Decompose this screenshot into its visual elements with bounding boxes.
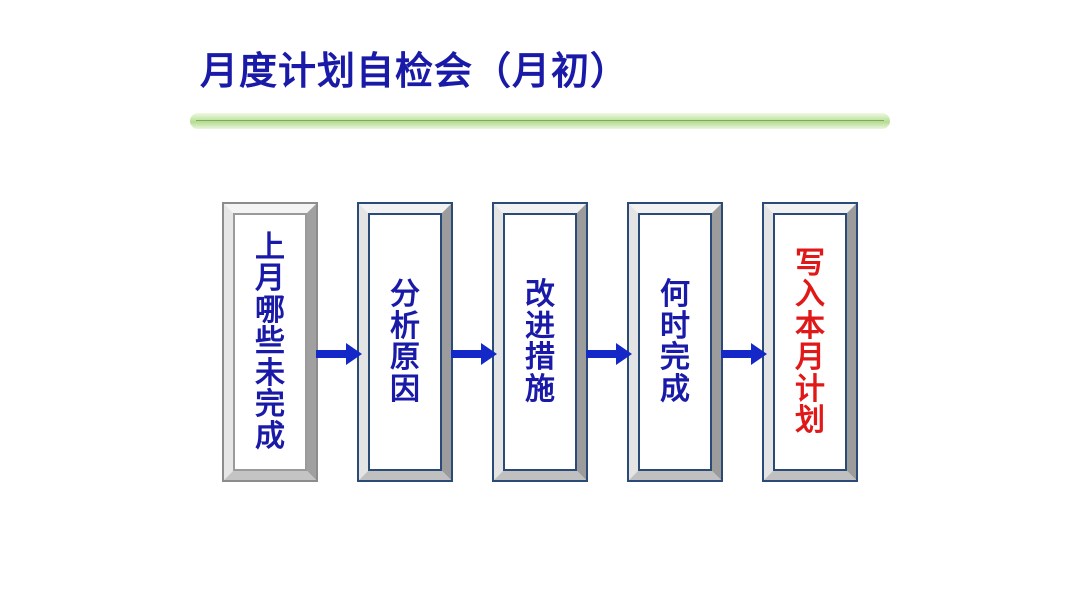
right-arrow-icon [721,343,767,365]
slide-title: 月度计划自检会（月初） [200,49,630,93]
box-frame [627,202,723,482]
right-arrow-icon [316,343,362,365]
step-label-4: 何时完成 [660,277,690,407]
step-box-3: 改进措施 [492,202,588,482]
box-frame [357,202,453,482]
step-label-3: 改进措施 [525,277,555,407]
step-box-4: 何时完成 [627,202,723,482]
right-arrow-icon [586,343,632,365]
box-frame [762,202,858,482]
step-box-5: 写入本月计划 [762,202,858,482]
right-arrow-icon [451,343,497,365]
step-box-2: 分析原因 [357,202,453,482]
step-label-1: 上月哪些未完成 [255,229,285,454]
box-frame [222,202,318,482]
title-divider [190,113,890,129]
step-label-5: 写入本月计划 [795,245,825,438]
step-label-2: 分析原因 [390,277,420,407]
box-frame [492,202,588,482]
step-box-1: 上月哪些未完成 [222,202,318,482]
